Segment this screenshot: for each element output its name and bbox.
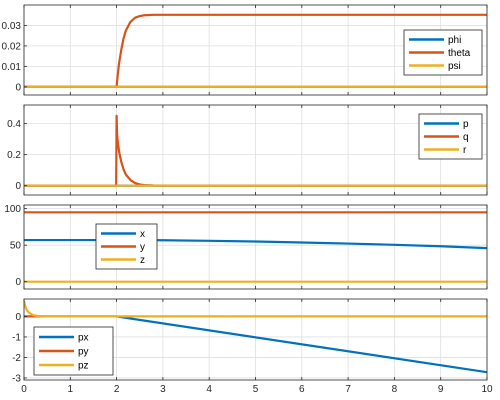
legend: pqr [418, 113, 483, 160]
legend-label-p: p [463, 119, 469, 130]
x-tick-label: 7 [345, 384, 351, 395]
y-tick-label: 0 [15, 181, 21, 192]
y-tick-label: 100 [4, 204, 21, 215]
x-tick-label: 2 [114, 384, 120, 395]
x-tick-label: 6 [299, 384, 305, 395]
x-tick-label: 0 [21, 384, 27, 395]
x-tick-label: 3 [160, 384, 166, 395]
x-tick-label: 10 [481, 384, 493, 395]
y-tick-label: 0.4 [7, 119, 21, 130]
x-tick-label: 9 [438, 384, 444, 395]
legend-label-pz: pz [78, 361, 89, 372]
legend-label-x: x [140, 229, 145, 240]
y-tick-label: 50 [10, 241, 22, 252]
y-tick-label: 0 [15, 277, 21, 288]
legend-label-px: px [78, 333, 89, 344]
y-tick-label: 0.01 [2, 62, 22, 73]
legend: xyz [95, 223, 158, 270]
y-tick-label: 0.2 [7, 150, 21, 161]
series-line-pz [24, 300, 487, 318]
y-tick-label: 0 [15, 82, 21, 93]
legend-label-q: q [463, 132, 469, 143]
axes-position: 0 50 100 xyz [4, 204, 488, 290]
legend-label-theta: theta [448, 48, 471, 59]
axes-pos-error: -3 -2 -1 0 0 1 2 3 4 5 6 7 8 9 10 px py pz [12, 298, 493, 395]
legend-label-r: r [463, 145, 467, 156]
legend-label-psi: psi [448, 61, 461, 72]
y-tick-label: -2 [12, 353, 21, 364]
legend-label-y: y [140, 242, 145, 253]
x-tick-label: 4 [206, 384, 212, 395]
legend-label-py: py [78, 347, 89, 358]
legend-label-z: z [140, 255, 145, 266]
y-tick-label: -3 [12, 373, 21, 384]
legend-label-phi: phi [448, 35, 461, 46]
y-tick-label: 0 [15, 312, 21, 323]
y-tick-label: 0.03 [2, 21, 22, 32]
x-tick-label: 1 [68, 384, 74, 395]
legend: phi theta psi [403, 29, 483, 76]
x-tick-label: 5 [253, 384, 259, 395]
axes-rates: 0 0.2 0.4 pqr [7, 104, 488, 196]
y-tick-label: -1 [12, 332, 21, 343]
axes-attitude: 0 0.01 0.02 0.03 phi theta psi [2, 4, 488, 96]
x-tick-label: 8 [392, 384, 398, 395]
legend: px py pz [33, 326, 114, 376]
series-line-theta [24, 13, 487, 88]
y-tick-label: 0.02 [2, 41, 22, 52]
